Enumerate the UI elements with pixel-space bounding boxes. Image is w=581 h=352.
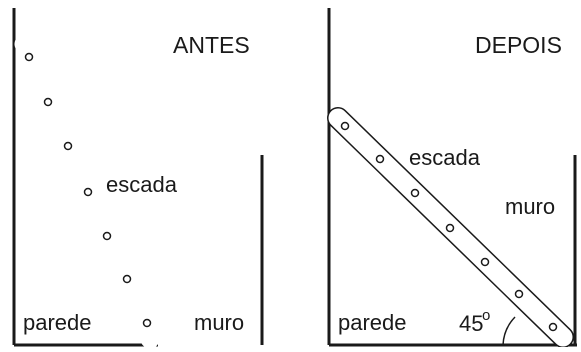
ladder-rung [514, 289, 524, 299]
ladder-label: escada [106, 172, 178, 197]
ladder [327, 107, 574, 348]
fence-label: muro [505, 194, 555, 219]
ladder-rung [410, 188, 420, 198]
angle-unit: o [482, 307, 490, 324]
wall-label: parede [338, 310, 407, 335]
angle-arc [502, 316, 516, 346]
ladder-rung [340, 121, 350, 131]
ladder-rung [445, 223, 455, 233]
ladder-label: escada [409, 145, 481, 170]
ladder-rung [142, 318, 152, 328]
ladder-rung [43, 97, 53, 107]
ladder-rung [24, 52, 34, 62]
angle-label: 45 [459, 311, 483, 336]
ladder-rung [480, 257, 490, 267]
ladder-rung [102, 231, 112, 241]
ladder [14, 34, 160, 349]
title-antes: ANTES [173, 32, 250, 58]
ladder-rung [83, 187, 93, 197]
fence-label: muro [194, 310, 244, 335]
panel-depois: DEPOIS escada muro parede 45 o [327, 8, 577, 348]
ladder-rung [375, 154, 385, 164]
ladder-rung [63, 141, 73, 151]
ladder-rung [122, 274, 132, 284]
wall-label: parede [23, 310, 92, 335]
title-depois: DEPOIS [475, 32, 562, 58]
panel-antes: ANTES escada parede muro [12, 8, 264, 349]
ladder-rung [548, 322, 558, 332]
